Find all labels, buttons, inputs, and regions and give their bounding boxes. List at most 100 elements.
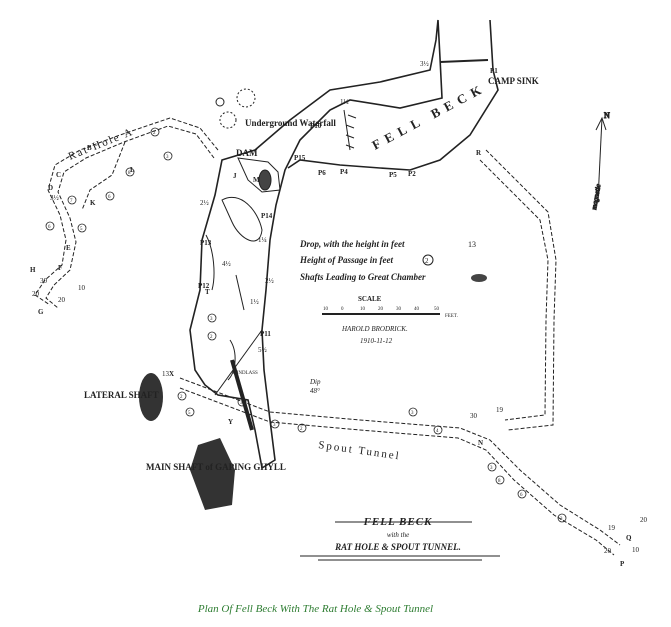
passage-value: 3 — [560, 517, 563, 522]
dip-value: 48° — [310, 387, 320, 395]
title-line2: with the — [387, 531, 409, 539]
point-labels: P1 P2 P5 P4 P6 P10 P15 P11 P12 P 13 P14 M… — [30, 67, 632, 568]
point-label: L — [130, 166, 135, 174]
drop-value: 4½ — [222, 260, 231, 268]
fell-beck-passage — [189, 19, 499, 470]
passage-value: 3 — [240, 401, 243, 406]
scale-tick: 50 — [434, 307, 440, 312]
point-label: P4 — [340, 168, 348, 176]
drop-value: 19 — [496, 406, 504, 414]
passage-value: 2 — [210, 335, 213, 340]
point-label: P12 — [198, 282, 210, 290]
drop-value: 2½ — [200, 199, 209, 207]
passage-value: 2 — [180, 395, 183, 400]
point-label: X — [169, 370, 174, 378]
passage-value: 3 — [490, 466, 493, 471]
drop-value: 20 — [32, 290, 40, 298]
point-label: P2 — [408, 170, 416, 178]
passage-value: 7 — [70, 199, 73, 204]
drop-value: 13 — [162, 370, 170, 378]
main-shaft-label: MAIN SHAFT of GAPING GHYLL — [146, 462, 286, 472]
point-label: P14 — [261, 212, 273, 220]
legend-height-sample: 2 — [425, 257, 429, 265]
passage-height-values: 2 3 6 8 5 6 3 2 3 4 3 8 6 3 2 3 2 3 5 7 — [48, 131, 563, 522]
legend-height: Height of Passage in feet — [299, 255, 393, 265]
spout-tunnel-label: Spout Tunnel — [318, 439, 402, 462]
drop-value: 1½ — [250, 298, 259, 306]
point-label: Y — [228, 418, 233, 426]
passage-value: 6 — [48, 225, 51, 230]
point-label: P6 — [318, 169, 326, 177]
drop-value: 30 — [40, 277, 48, 285]
point-label: P — [620, 560, 625, 568]
magnetic-label: magnetic — [590, 183, 602, 211]
map-title: FELL BECK with the RAT HOLE & SPOUT TUNN… — [300, 516, 500, 561]
compass-north-arrow: N magnetic — [590, 111, 611, 211]
drop-value: 10 — [78, 284, 86, 292]
point-label: D — [48, 184, 53, 192]
title-line3: RAT HOLE & SPOUT TUNNEL. — [334, 542, 461, 552]
dip-label: Dip — [309, 378, 321, 386]
drop-value: 2½ — [265, 277, 274, 285]
rat-hole-passage — [34, 117, 219, 309]
drop-value: 1¼ — [258, 236, 267, 244]
point-label: E — [66, 244, 71, 252]
drop-value: 3½ — [50, 194, 59, 202]
point-label: P10 — [310, 122, 322, 130]
legend-drop-sample: 13 — [468, 240, 476, 249]
drop-value: 5½ — [258, 346, 267, 354]
main-shaft — [190, 438, 235, 510]
fell-beck-label: FELL BECK — [369, 80, 488, 153]
passage-value: 8 — [498, 479, 501, 484]
point-label: R — [476, 149, 482, 157]
point-label: P15 — [294, 154, 306, 162]
dam-label: DAM — [236, 148, 258, 158]
scale-tick: 10 — [323, 307, 329, 312]
passage-value: 4 — [436, 429, 439, 434]
point-label: P1 — [490, 67, 498, 75]
passage-value: 3 — [210, 317, 213, 322]
windlass-label: WINDLASS — [232, 371, 258, 376]
passage-value: 2 — [300, 427, 303, 432]
title-line1: FELL BECK — [363, 516, 433, 528]
point-label: P5 — [389, 171, 397, 179]
drop-value: 19 — [608, 524, 616, 532]
scale-tick: 40 — [414, 307, 420, 312]
scale-bar: SCALE 10 0 10 20 30 40 50 FEET. HAROLD B… — [322, 295, 458, 345]
point-label: H — [30, 266, 36, 274]
drop-value: 20 — [640, 516, 648, 524]
point-label: J — [233, 172, 237, 180]
passage-value: 5 — [80, 227, 83, 232]
drop-value: 20 — [58, 296, 66, 304]
lateral-shaft-label: LATERAL SHAFT — [84, 390, 159, 400]
point-label: G — [38, 308, 44, 316]
point-label: C — [56, 171, 61, 179]
drop-value: 20 — [604, 547, 612, 555]
point-label: P11 — [260, 330, 271, 338]
scale-author: HAROLD BRODRICK. — [341, 325, 408, 333]
point-label: B — [87, 144, 92, 152]
point-label: K — [90, 199, 96, 207]
passage-value: 6 — [108, 195, 111, 200]
point-label: N — [478, 439, 483, 447]
legend-shaft-sample — [471, 274, 487, 282]
scale-tick: 30 — [396, 307, 402, 312]
north-label: N — [604, 111, 610, 120]
legend: Drop, with the height in feet 13 Height … — [299, 239, 476, 282]
dam-area — [215, 88, 281, 193]
lateral-shaft — [139, 373, 163, 421]
map-caption: Plan Of Fell Beck With The Rat Hole & Sp… — [197, 603, 434, 615]
underground-waterfall-label: Underground Waterfall — [245, 118, 336, 128]
scale-tick: 0 — [341, 307, 344, 312]
rock-hatching — [205, 59, 489, 381]
drop-value: 1¼ — [340, 98, 349, 106]
passage-value: 5 — [188, 411, 191, 416]
passage-value: 8 — [128, 171, 131, 176]
rat-hole-label: Rat Hole A — [67, 126, 136, 163]
legend-drop: Drop, with the height in feet — [299, 239, 405, 249]
drop-value: 3½ — [420, 60, 429, 68]
legend-shafts: Shafts Leading to Great Chamber — [300, 272, 426, 282]
point-label: M — [253, 176, 260, 184]
drop-value: 30 — [470, 412, 478, 420]
